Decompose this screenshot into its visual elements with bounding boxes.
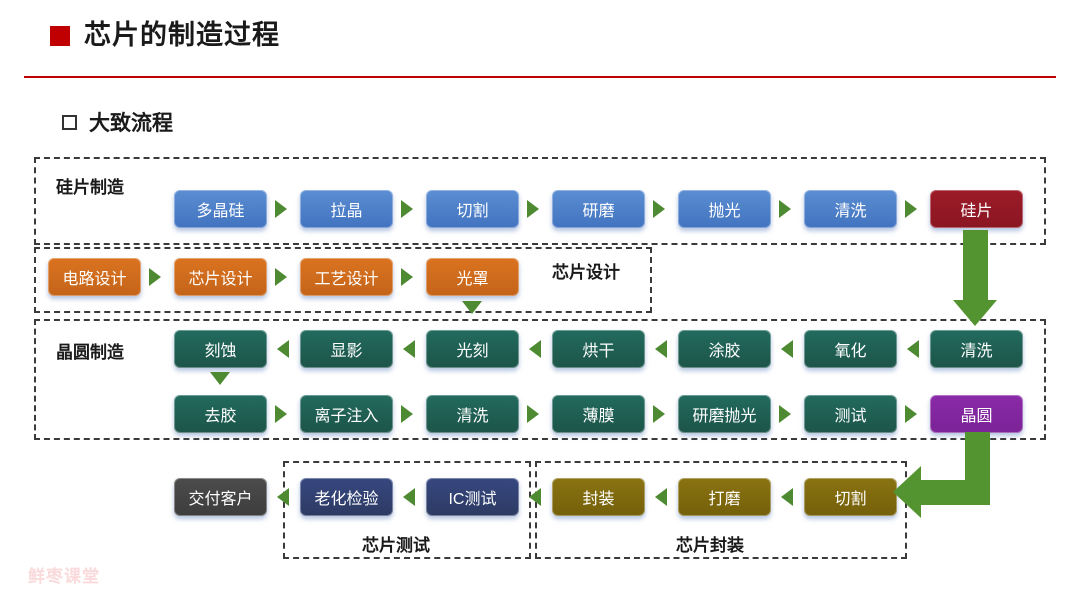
node-slicing[interactable]: 切割 xyxy=(426,190,519,228)
arrow-down-icon xyxy=(210,372,230,385)
arrow-left-icon xyxy=(781,340,793,358)
node-cleaning-3[interactable]: 清洗 xyxy=(426,395,519,433)
arrow-down-icon xyxy=(462,301,482,314)
node-process-design[interactable]: 工艺设计 xyxy=(300,258,393,296)
page-title: 芯片的制造过程 xyxy=(50,22,280,49)
node-wafer[interactable]: 晶圆 xyxy=(930,395,1023,433)
arrow-right-icon xyxy=(653,405,665,423)
arrow-right-icon xyxy=(779,405,791,423)
group-label-chip-package: 芯片封装 xyxy=(676,536,744,555)
arrow-left-icon xyxy=(277,340,289,358)
connector-shaft-substrate-to-fab xyxy=(963,230,988,305)
subheading: 大致流程 xyxy=(62,107,173,137)
arrow-right-icon xyxy=(527,200,539,218)
node-deliver-to-customer[interactable]: 交付客户 xyxy=(174,478,267,516)
arrow-right-icon xyxy=(527,405,539,423)
node-polysilicon[interactable]: 多晶硅 xyxy=(174,190,267,228)
arrow-left-icon xyxy=(403,340,415,358)
node-ic-test[interactable]: IC测试 xyxy=(426,478,519,516)
node-grinding[interactable]: 打磨 xyxy=(678,478,771,516)
node-circuit-design[interactable]: 电路设计 xyxy=(48,258,141,296)
title-divider xyxy=(24,76,1056,78)
node-cleaning-1[interactable]: 清洗 xyxy=(804,190,897,228)
node-lithography[interactable]: 光刻 xyxy=(426,330,519,368)
node-baking[interactable]: 烘干 xyxy=(552,330,645,368)
arrow-right-icon xyxy=(401,405,413,423)
node-cleaning-2[interactable]: 清洗 xyxy=(930,330,1023,368)
arrow-right-icon xyxy=(275,405,287,423)
group-box-chip-test xyxy=(283,461,531,559)
arrow-right-icon xyxy=(653,200,665,218)
node-cmp[interactable]: 研磨抛光 xyxy=(678,395,771,433)
arrow-left-icon xyxy=(907,340,919,358)
square-bullet-icon xyxy=(62,114,77,130)
node-polishing[interactable]: 抛光 xyxy=(678,190,771,228)
node-crystal-pulling[interactable]: 拉晶 xyxy=(300,190,393,228)
arrow-left-icon xyxy=(655,340,667,358)
arrow-right-icon xyxy=(275,268,287,286)
node-packaging[interactable]: 封装 xyxy=(552,478,645,516)
arrow-right-icon xyxy=(275,200,287,218)
node-ion-implantation[interactable]: 离子注入 xyxy=(300,395,393,433)
node-silicon-wafer[interactable]: 硅片 xyxy=(930,190,1023,228)
connector-shaft-fab-to-package-horizontal xyxy=(915,480,990,505)
node-wafer-test[interactable]: 测试 xyxy=(804,395,897,433)
arrow-left-icon xyxy=(403,488,415,506)
arrow-left-icon xyxy=(529,340,541,358)
group-box-wafer-substrate xyxy=(34,157,1046,245)
page-title-text: 芯片的制造过程 xyxy=(84,20,280,50)
node-etching[interactable]: 刻蚀 xyxy=(174,330,267,368)
group-label-wafer-fab: 晶圆制造 xyxy=(56,343,124,362)
node-oxidation[interactable]: 氧化 xyxy=(804,330,897,368)
arrow-right-icon xyxy=(905,200,917,218)
node-chip-design[interactable]: 芯片设计 xyxy=(174,258,267,296)
node-dicing[interactable]: 切割 xyxy=(804,478,897,516)
arrow-right-icon xyxy=(905,405,917,423)
arrow-right-icon xyxy=(149,268,161,286)
watermark: 鲜枣课堂 xyxy=(28,567,100,586)
node-resist-strip[interactable]: 去胶 xyxy=(174,395,267,433)
arrow-right-icon xyxy=(401,268,413,286)
node-resist-coating[interactable]: 涂胶 xyxy=(678,330,771,368)
arrow-left-icon xyxy=(655,488,667,506)
group-label-wafer-substrate: 硅片制造 xyxy=(56,178,124,197)
group-box-chip-design xyxy=(34,247,652,313)
group-label-chip-design: 芯片设计 xyxy=(552,263,620,282)
title-bullet-icon xyxy=(50,25,70,46)
arrow-right-icon xyxy=(779,200,791,218)
subheading-text: 大致流程 xyxy=(89,112,173,135)
connector-arrowhead-left-icon xyxy=(893,466,921,518)
arrow-left-icon xyxy=(781,488,793,506)
arrow-left-icon xyxy=(277,488,289,506)
arrow-left-icon xyxy=(529,488,541,506)
node-thin-film[interactable]: 薄膜 xyxy=(552,395,645,433)
arrow-right-icon xyxy=(401,200,413,218)
node-photomask[interactable]: 光罩 xyxy=(426,258,519,296)
connector-arrowhead-down-icon xyxy=(953,300,997,326)
group-box-wafer-fab xyxy=(34,319,1046,440)
node-lapping[interactable]: 研磨 xyxy=(552,190,645,228)
group-label-chip-test: 芯片测试 xyxy=(362,536,430,555)
node-developing[interactable]: 显影 xyxy=(300,330,393,368)
node-burn-in-test[interactable]: 老化检验 xyxy=(300,478,393,516)
